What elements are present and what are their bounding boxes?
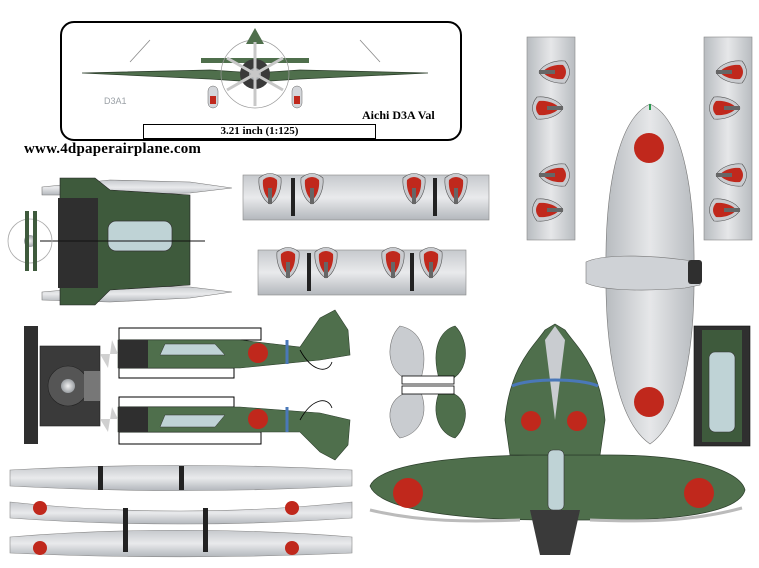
landing-gear-strip-left xyxy=(526,36,576,241)
main-wing-top-view xyxy=(369,323,746,555)
scale-reference-bar: 3.21 inch (1:125) xyxy=(143,124,376,139)
engine-front-part xyxy=(24,326,101,444)
wing-root-strip-upper xyxy=(9,465,353,491)
wing-strip-top xyxy=(242,173,490,221)
model-name-label: Aichi D3A Val xyxy=(362,108,435,122)
tailplane-pair xyxy=(389,325,466,439)
front-view-aircraft xyxy=(81,28,429,109)
landing-gear-strip-right xyxy=(703,36,753,241)
wing-strip-middle xyxy=(257,247,467,296)
website-url[interactable]: www.4dpaperairplane.com xyxy=(24,141,202,157)
cowling-panel xyxy=(693,325,751,447)
main-wing-underside xyxy=(585,103,702,445)
wing-root-strip-lower xyxy=(9,501,353,558)
fuselage-side-right xyxy=(100,396,351,461)
fuselage-top-part xyxy=(7,177,233,306)
model-code-label: D3A1 xyxy=(104,96,127,106)
fuselage-side-left xyxy=(100,309,351,379)
